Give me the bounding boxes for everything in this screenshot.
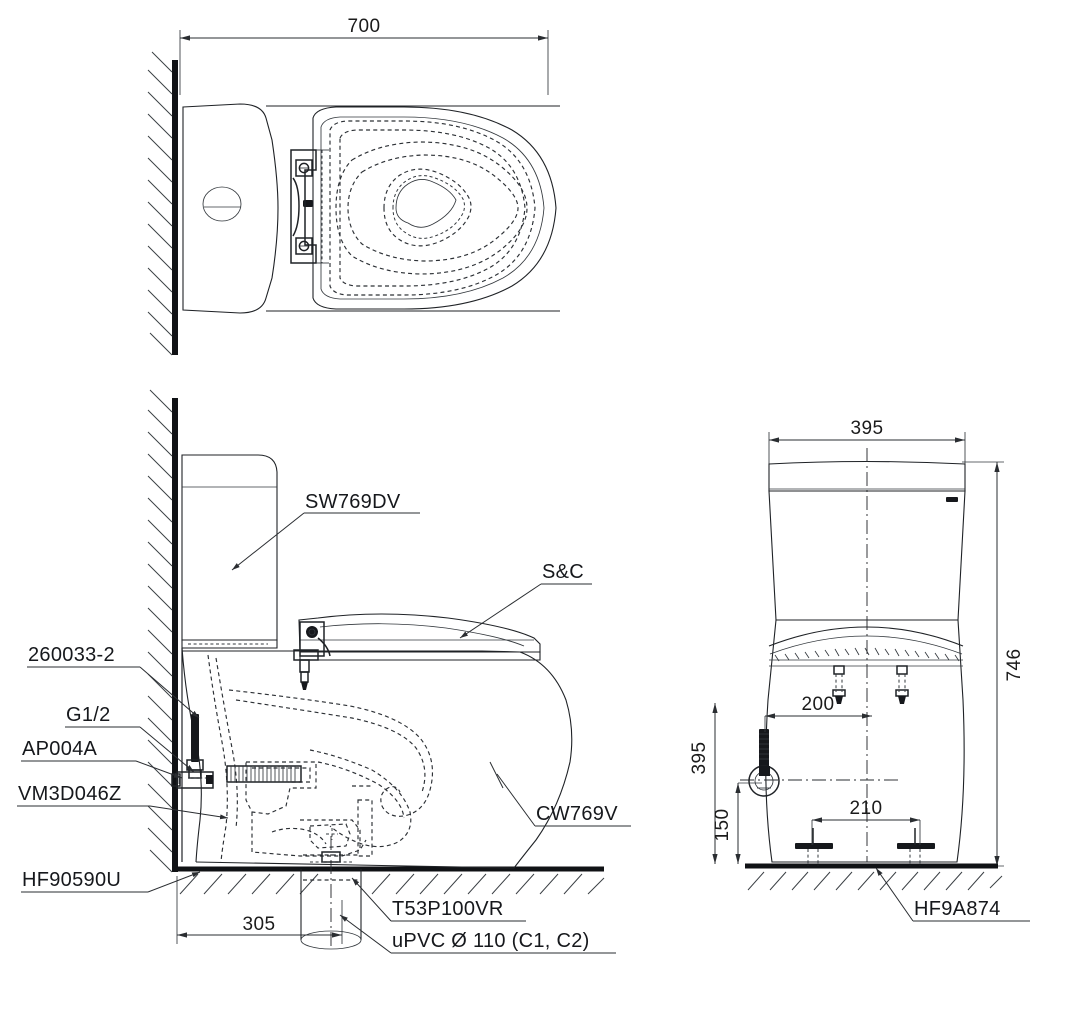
bowl-side-outline: [181, 647, 573, 869]
tank-side-outline: [181, 454, 278, 649]
label-text-g12: G1/2: [66, 704, 111, 726]
floor-side-view: [175, 866, 605, 895]
dimension-overall-width: 395: [768, 418, 966, 466]
side-view-group: 305 SW769DV S&C CW769V 260033-2 G1/2: [17, 389, 631, 954]
label-hf90590u: HF90590U: [21, 869, 201, 893]
label-cw769v: CW769V: [489, 761, 631, 827]
seat-hinge-hardware-side: [293, 621, 331, 690]
seat-bolt-left: [832, 665, 846, 704]
label-text-hf9a874: HF9A874: [914, 898, 1001, 920]
wall-top-view: [147, 51, 178, 356]
dimension-value-150: 150: [712, 809, 733, 842]
label-vm3d046z: VM3D046Z: [17, 783, 229, 820]
dimension-value-210: 210: [850, 798, 883, 819]
label-text-sc: S&C: [542, 561, 584, 583]
floor-front-view: [745, 863, 1003, 891]
label-text-sw769dv: SW769DV: [305, 491, 401, 513]
bowl-front-outline: [740, 448, 965, 863]
label-text-t53p100vr: T53P100VR: [392, 898, 504, 920]
label-260033-2: 260033-2: [27, 644, 200, 719]
dimension-valve-offset: 200: [764, 694, 872, 732]
label-upvc: uPVC Ø 110 (C1, C2): [339, 914, 616, 954]
label-sc: S&C: [459, 561, 592, 639]
dimension-value-200: 200: [802, 694, 835, 715]
supply-valve-front: [748, 729, 780, 797]
dimension-value-305: 305: [243, 914, 276, 935]
dimension-value-395-left: 395: [689, 742, 710, 775]
seat-ring-dashed-contours: [329, 120, 536, 296]
wall-side-view: [147, 389, 178, 873]
seat-cover-side: [293, 613, 541, 690]
dimension-value-700: 700: [348, 16, 381, 37]
flush-valve-slot: [226, 765, 302, 783]
dimension-overall-height: 746: [962, 461, 1025, 867]
dimension-overall-depth: 700: [179, 16, 549, 95]
seat-bolt-right: [895, 665, 909, 704]
top-view-group: 700: [147, 16, 560, 356]
label-sw769dv: SW769DV: [231, 491, 420, 571]
front-view-group: 395 746: [689, 418, 1030, 922]
pan-connector-waste-pipe: [300, 836, 362, 950]
label-text-hf90590u: HF90590U: [22, 869, 121, 891]
seat-lid-plan: [312, 106, 557, 310]
dimension-outlet-from-wall: 305: [176, 876, 343, 944]
dimension-bolt-spacing: 210: [811, 798, 921, 845]
dimension-base-width-left: 395: [689, 703, 718, 864]
label-text-vm3d046z: VM3D046Z: [18, 783, 122, 805]
dimension-valve-height: 150: [712, 782, 762, 864]
label-text-ap004a: AP004A: [22, 738, 98, 760]
dimension-value-395-top: 395: [851, 418, 884, 439]
label-text-260033-2: 260033-2: [28, 644, 115, 666]
label-ap004a: AP004A: [21, 738, 183, 779]
bowl-plan-body: [266, 105, 560, 312]
label-text-upvc: uPVC Ø 110 (C1, C2): [392, 930, 590, 952]
label-hf9a874: HF9A874: [875, 867, 1030, 922]
tank-plan-outline: [182, 103, 313, 314]
angle-valve-assembly-side: [171, 714, 214, 789]
floor-fixing-bolts-front: [795, 828, 935, 866]
label-text-cw769v: CW769V: [536, 803, 618, 825]
dimension-value-746: 746: [1004, 649, 1025, 682]
seat-hinge-bracket-plan: [290, 149, 329, 264]
label-g12: G1/2: [65, 704, 195, 773]
label-t53p100vr: T53P100VR: [351, 877, 526, 922]
